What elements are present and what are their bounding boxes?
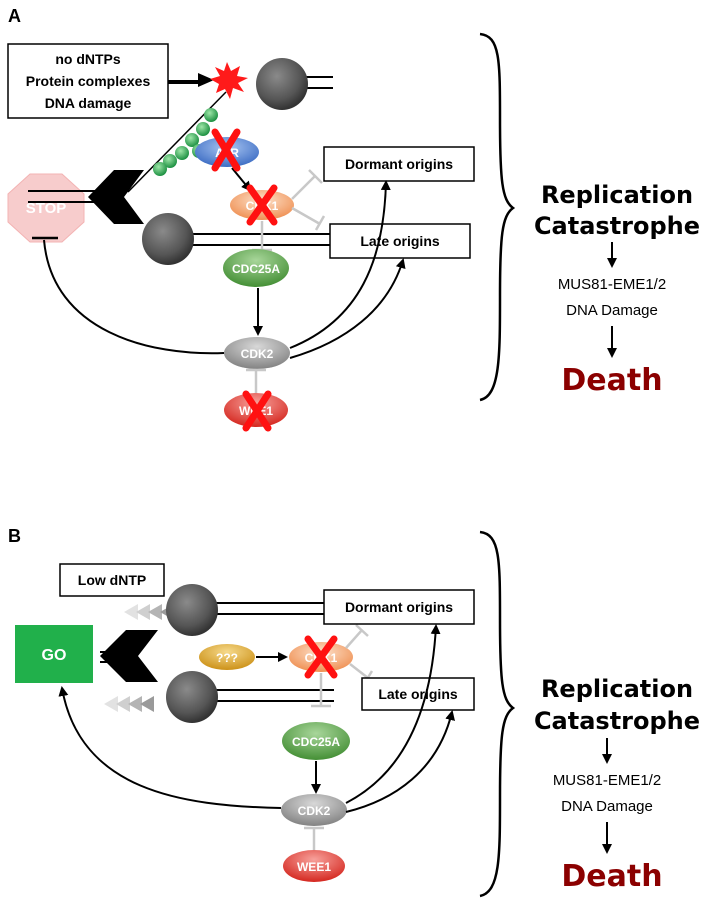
helicase-chevron-icon: [88, 170, 144, 224]
late-origins-label: Late origins: [360, 233, 440, 249]
cdk2-to-go-arrow: [58, 686, 282, 809]
stress-box: no dNTPs Protein complexes DNA damage: [7, 43, 169, 119]
outcome-title-1: Replication: [541, 181, 693, 209]
late-origins-box: [329, 223, 471, 259]
rpa-bead: [153, 162, 167, 176]
go-box: [15, 625, 93, 683]
outcome-line-2: DNA Damage: [566, 302, 658, 319]
b-replisome-sphere-top: [166, 584, 218, 636]
cdk2-to-stop-inhibition: [43, 239, 225, 355]
panel-a-letter: A: [8, 6, 21, 26]
b-dormant-origins-box: [323, 589, 475, 625]
b-late-origins-label: Late origins: [378, 686, 458, 702]
rpa-bead: [196, 122, 210, 136]
b-chk1-knockout-x-icon: [304, 635, 338, 679]
cdk2-node: [224, 337, 290, 369]
cdc25a-node: [223, 249, 289, 287]
unknown-kinase-label: ???: [216, 651, 238, 665]
fading-polymerase-arrows-bottom: [104, 696, 154, 712]
replisome-sphere-bottom: [142, 213, 194, 265]
b-cdc25a-node: [282, 722, 350, 760]
b-wee1-node: [283, 850, 345, 882]
replisome-sphere-top: [256, 58, 308, 110]
cdc25a-label: CDC25A: [232, 262, 280, 276]
b-outcome-title-2: Catastrophe: [534, 707, 700, 735]
low-dntp-label: Low dNTP: [78, 572, 146, 588]
cdk2-to-late-origins-arrow: [289, 258, 406, 359]
chk1-knockout-x-icon: [246, 184, 278, 226]
panel-b: B Low dNTP GO: [8, 526, 700, 898]
b-cdk2-node: [281, 794, 347, 826]
dormant-origins-box: [323, 146, 475, 182]
cdk2-to-dormant-origins-arrow: [289, 180, 391, 349]
b-helicase-chevron-icon: [100, 630, 158, 682]
wee1-knockout-x-icon: [242, 390, 272, 432]
dormant-origins-label: Dormant origins: [345, 156, 453, 172]
outcome-final: Death: [561, 363, 662, 398]
rpa-bead: [175, 146, 189, 160]
b-outcome-final: Death: [561, 859, 662, 894]
cdk2-label: CDK2: [241, 347, 274, 361]
b-wee1-label: WEE1: [297, 860, 331, 874]
atr-knockout-x-icon: [211, 128, 241, 172]
stop-sign: STOP: [7, 173, 85, 243]
panel-a-brace: [479, 32, 516, 402]
b-outcome-line-2: DNA Damage: [561, 798, 653, 815]
panel-a: A no dNTPs Protein complexes DNA damage: [7, 6, 700, 432]
go-label: GO: [42, 647, 67, 664]
b-cdk2-to-dormant-origins-arrow: [345, 624, 441, 804]
rpa-bead: [163, 154, 177, 168]
stress-line-2: Protein complexes: [26, 73, 151, 89]
outcome-title-2: Catastrophe: [534, 212, 700, 240]
b-late-origins-box: [361, 677, 475, 711]
b-cdk2-label: CDK2: [298, 804, 331, 818]
low-dntp-box: [59, 563, 165, 597]
stop-sign-label: STOP: [26, 200, 67, 217]
b-replisome-sphere-bottom: [166, 671, 218, 723]
b-outcome-line-1: MUS81-EME1/2: [553, 772, 661, 789]
panel-b-letter: B: [8, 526, 21, 546]
b-cdc25a-label: CDC25A: [292, 735, 340, 749]
stress-arrow: [168, 73, 214, 87]
outcome-line-1: MUS81-EME1/2: [558, 276, 666, 293]
rpa-bead: [185, 133, 199, 147]
stress-line-1: no dNTPs: [55, 51, 121, 67]
panel-b-brace: [479, 530, 516, 898]
stall-starburst-icon: [210, 62, 248, 99]
rpa-bead: [204, 108, 218, 122]
b-cdk2-to-late-origins-arrow: [345, 710, 455, 813]
b-dormant-origins-label: Dormant origins: [345, 599, 453, 615]
b-outcome-title-1: Replication: [541, 675, 693, 703]
stress-line-3: DNA damage: [45, 95, 132, 111]
unknown-kinase-node: [199, 644, 255, 670]
